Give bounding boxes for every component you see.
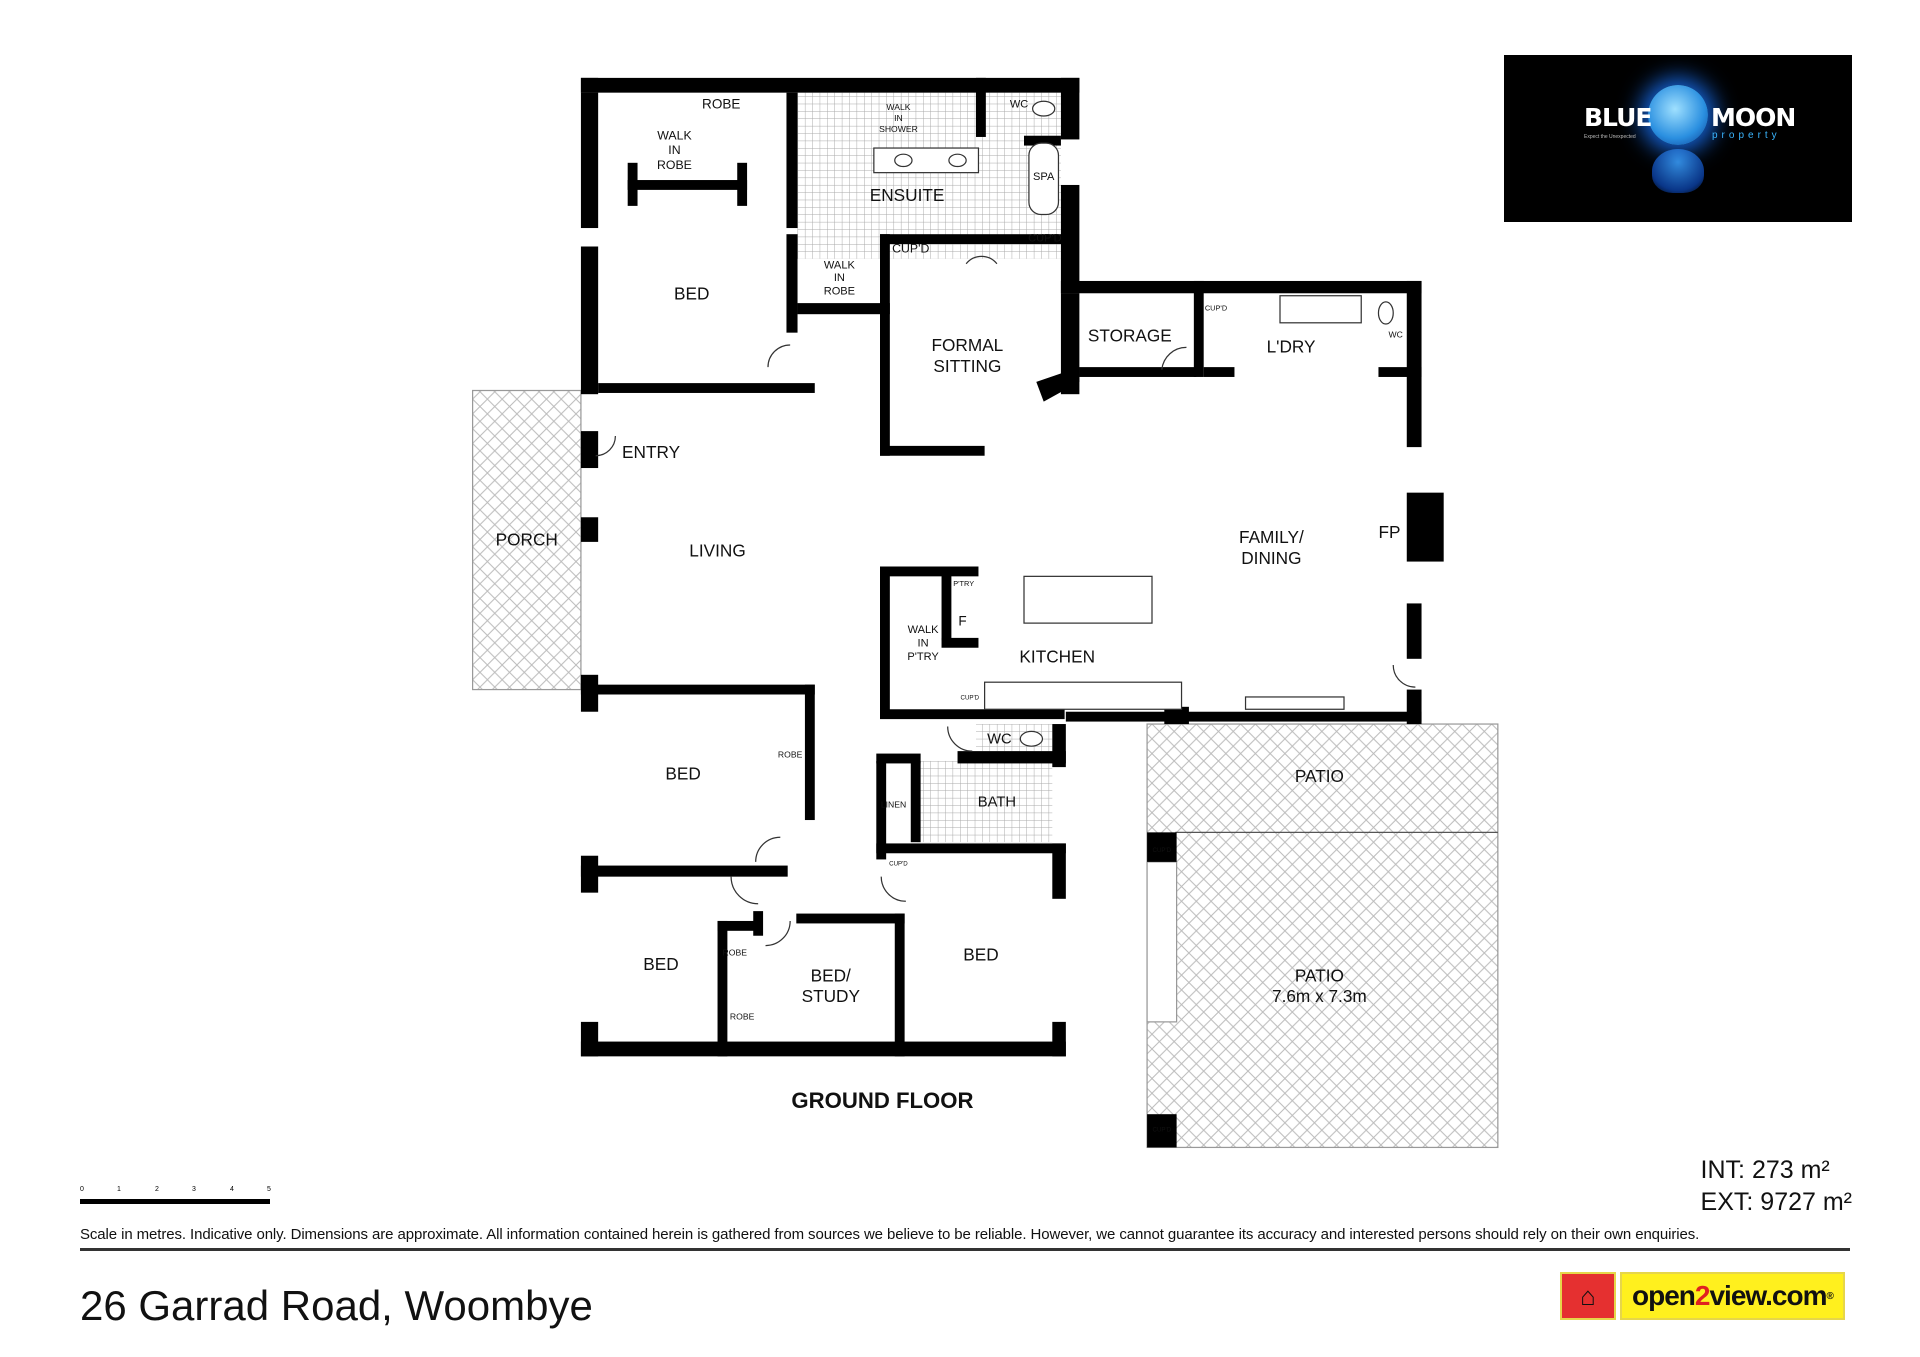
internal-area: INT: 273 m² <box>1700 1156 1830 1184</box>
label-robe: ROBE <box>778 749 803 759</box>
blue-moon-logo: BLUE MOON Expect the Unexpected property <box>1504 55 1852 222</box>
moon-icon <box>1648 85 1708 145</box>
label-cupd: CUP'D <box>892 242 929 256</box>
label-walk-in-robe: IN <box>834 272 845 284</box>
bath-tiles <box>916 760 1053 843</box>
label-robe: ROBE <box>723 947 748 957</box>
label-bed-study: BED/ <box>811 965 851 985</box>
label-walk-in-robe: WALK <box>657 128 692 142</box>
label-walk-in-shower: WALK <box>886 102 910 112</box>
label-spa: SPA <box>1033 171 1055 183</box>
label-walk-in-pantry: WALK <box>908 624 940 636</box>
label-walk-in-pantry: IN <box>918 638 929 650</box>
label-walk-in-shower: SHOWER <box>879 124 918 134</box>
room-labels: ROBE WALK IN ROBE WALK IN SHOWER WC SPA … <box>496 97 1403 1134</box>
label-formal-sitting: FORMAL <box>932 335 1004 355</box>
label-walk-in-robe: WALK <box>824 260 856 272</box>
label-storage: STORAGE <box>1088 325 1172 345</box>
label-wc-ensuite: WC <box>1010 98 1028 110</box>
label-ensuite: ENSUITE <box>870 185 945 205</box>
label-cupd: CUP'D <box>1153 1126 1172 1133</box>
porch-area <box>472 389 582 691</box>
label-robe: ROBE <box>702 97 740 112</box>
label-cupd: CUP'D <box>1205 304 1227 313</box>
ensuite-tiles <box>797 92 1061 259</box>
label-entry: ENTRY <box>622 442 681 462</box>
label-cupd: CUP'D <box>1028 233 1061 245</box>
label-robe: ROBE <box>730 1011 755 1021</box>
label-bath: BATH <box>978 795 1016 811</box>
label-pantry: P'TRY <box>953 579 974 588</box>
label-walk-in-pantry: P'TRY <box>907 651 939 663</box>
scale-tick: 4 <box>230 1186 234 1193</box>
label-fireplace: FP <box>1379 522 1401 542</box>
label-walk-in-shower: IN <box>894 113 903 123</box>
divider <box>80 1248 1850 1251</box>
floor-title: GROUND FLOOR <box>791 1088 973 1113</box>
label-formal-sitting: SITTING <box>933 356 1001 376</box>
brand-registered: ® <box>1826 1290 1833 1302</box>
label-patio-size: 7.6m x 7.3m <box>1272 986 1367 1006</box>
label-walk-in-robe: ROBE <box>824 286 855 298</box>
label-bed-4: BED <box>963 944 998 964</box>
label-cupd: CUP'D <box>889 861 908 868</box>
label-cupd: CUP'D <box>1153 847 1172 854</box>
label-bed-2: BED <box>665 763 700 783</box>
logo-sub: property <box>1712 130 1781 141</box>
label-cupd: CUP'D <box>961 694 980 701</box>
label-wc: WC <box>987 732 1012 748</box>
moon-reflection-icon <box>1652 149 1704 193</box>
walls <box>580 77 1444 1148</box>
patio-area <box>1146 723 1499 1149</box>
label-walk-in-robe: IN <box>668 143 680 157</box>
area-summary: INT: 273 m² EXT: 9727 m² <box>1701 1154 1852 1218</box>
label-family-dining: FAMILY/ <box>1239 527 1304 547</box>
label-porch: PORCH <box>496 530 558 550</box>
scale-tick: 0 <box>80 1186 84 1193</box>
label-linen: LINEN <box>881 800 906 810</box>
label-walk-in-robe: ROBE <box>657 158 692 172</box>
label-bed-3: BED <box>643 954 678 974</box>
logo-tagline: Expect the Unexpected <box>1584 134 1636 140</box>
brand-view: view.com <box>1709 1280 1827 1311</box>
label-patio: PATIO <box>1295 766 1344 786</box>
label-master-bed: BED <box>674 283 709 303</box>
disclaimer: Scale in metres. Indicative only. Dimens… <box>80 1226 1700 1243</box>
label-patio-2: PATIO <box>1295 965 1344 985</box>
scale-tick: 2 <box>155 1186 159 1193</box>
logo-word-blue: BLUE <box>1584 103 1652 132</box>
scale-bar: 0 1 2 3 4 5 <box>80 1186 271 1206</box>
fixtures <box>595 100 1416 947</box>
house-icon: ⌂ <box>1560 1272 1616 1320</box>
label-kitchen: KITCHEN <box>1019 647 1095 667</box>
scale-tick: 5 <box>267 1186 271 1193</box>
label-bed-study: STUDY <box>802 986 861 1006</box>
label-fridge: F <box>958 614 966 629</box>
label-laundry: L'DRY <box>1267 336 1316 356</box>
label-family-dining: DINING <box>1241 548 1301 568</box>
label-living: LIVING <box>689 541 745 561</box>
brand-open: open <box>1632 1280 1696 1311</box>
brand-two: 2 <box>1694 1280 1711 1311</box>
scale-tick: 3 <box>192 1186 196 1193</box>
logo-word-moon: MOON <box>1711 103 1796 132</box>
scale-tick: 1 <box>117 1186 121 1193</box>
label-wc-laundry: WC <box>1389 330 1403 340</box>
external-area: EXT: 9727 m² <box>1700 1188 1852 1216</box>
property-address: 26 Garrad Road, Woombye <box>80 1282 593 1329</box>
